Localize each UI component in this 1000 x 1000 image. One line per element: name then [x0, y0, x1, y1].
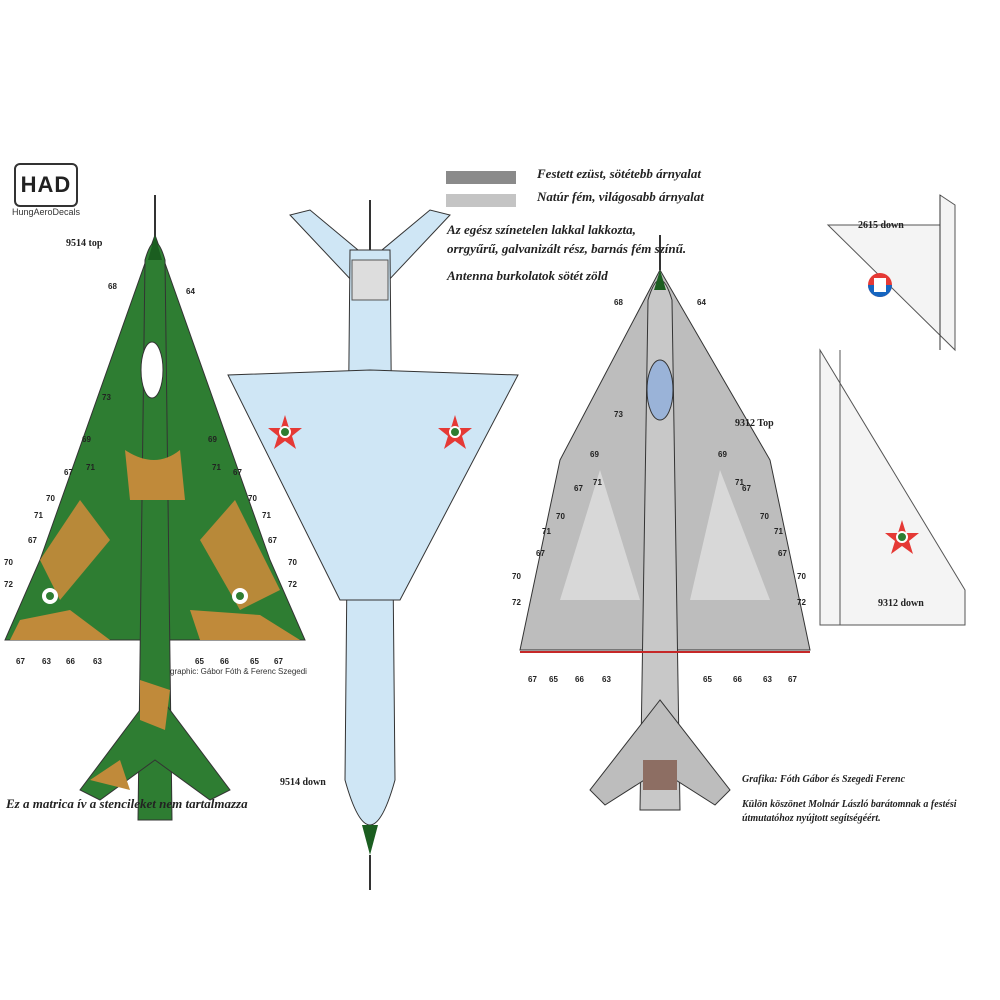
callout-number: 70: [797, 572, 806, 581]
credits-grafika: Grafika: Fóth Gábor és Szegedi Ferenc: [742, 774, 906, 785]
callout-number: 73: [614, 410, 623, 419]
callout-number: 71: [735, 478, 744, 487]
credits-thanks-1: Külön köszönet Molnár László barátomnak …: [742, 799, 957, 810]
callout-number: 71: [774, 527, 783, 536]
brand-name: HungAeroDecals: [12, 207, 81, 217]
view-label-9514-top: 9514 top: [66, 238, 103, 249]
callout-number: 70: [556, 512, 565, 521]
view-label-9312-top: 9312 Top: [735, 418, 774, 429]
callout-number: 71: [593, 478, 602, 487]
callout-number: 67: [742, 484, 751, 493]
note-line-1: Az egész színetelen lakkal lakkozta,: [447, 222, 636, 237]
callout-number: 71: [86, 463, 95, 472]
callout-number: 67: [778, 549, 787, 558]
callout-number: 69: [82, 435, 91, 444]
legend-swatch-dark: [446, 171, 516, 184]
aircraft-9312-down: [819, 348, 966, 626]
callout-number: 72: [288, 580, 297, 589]
graphic-credit: graphic: Gábor Fóth & Ferenc Szegedi: [170, 667, 307, 676]
callout-number: 67: [788, 675, 797, 684]
footer-note: Ez a matrica ív a stencileket nem tartal…: [6, 796, 248, 811]
callout-number: 64: [697, 298, 706, 307]
had-logo: HAD: [14, 163, 78, 207]
credits-thanks-2: útmutatóhoz nyújtott segítségéért.: [742, 813, 881, 824]
callout-number: 67: [536, 549, 545, 558]
callout-number: 70: [512, 572, 521, 581]
callout-number: 73: [102, 393, 111, 402]
callout-number: 71: [212, 463, 221, 472]
callout-number: 67: [268, 536, 277, 545]
callout-number: 70: [4, 558, 13, 567]
view-label-9312-down: 9312 down: [878, 598, 924, 609]
legend-swatch-light: [446, 194, 516, 207]
callout-number: 65: [703, 675, 712, 684]
callout-number: 63: [602, 675, 611, 684]
callout-number: 65: [195, 657, 204, 666]
callout-number: 67: [64, 468, 73, 477]
callout-number: 67: [233, 468, 242, 477]
legend-label-dark: Festett ezüst, sötétebb árnyalat: [537, 166, 701, 181]
callout-number: 63: [42, 657, 51, 666]
callout-number: 63: [763, 675, 772, 684]
callout-number: 67: [28, 536, 37, 545]
note-line-3: Antenna burkolatok sötét zöld: [447, 268, 608, 283]
callout-number: 69: [718, 450, 727, 459]
callout-number: 70: [760, 512, 769, 521]
callout-number: 65: [549, 675, 558, 684]
callout-number: 70: [46, 494, 55, 503]
view-label-2615-down: 2615 down: [858, 220, 904, 231]
callout-number: 72: [512, 598, 521, 607]
callout-number: 67: [16, 657, 25, 666]
callout-number: 64: [186, 287, 195, 296]
callout-number: 66: [220, 657, 229, 666]
callout-number: 67: [274, 657, 283, 666]
callout-number: 72: [4, 580, 13, 589]
callout-number: 68: [614, 298, 623, 307]
callout-number: 70: [288, 558, 297, 567]
callout-number: 69: [590, 450, 599, 459]
callout-number: 66: [66, 657, 75, 666]
callout-number: 66: [575, 675, 584, 684]
callout-number: 65: [250, 657, 259, 666]
callout-number: 71: [34, 511, 43, 520]
callout-number: 71: [262, 511, 271, 520]
aircraft-9312-top: [519, 235, 811, 811]
callout-number: 63: [93, 657, 102, 666]
callout-number: 68: [108, 282, 117, 291]
aircraft-2615-down: [826, 194, 956, 352]
aircraft-9514-down: [227, 200, 519, 890]
callout-number: 66: [733, 675, 742, 684]
callout-number: 70: [248, 494, 257, 503]
callout-number: 69: [208, 435, 217, 444]
callout-number: 72: [797, 598, 806, 607]
note-line-2: orrgyűrű, galvanizált rész, barnás fém s…: [447, 241, 687, 256]
callout-number: 67: [528, 675, 537, 684]
callout-number: 67: [574, 484, 583, 493]
callout-number: 71: [542, 527, 551, 536]
legend-label-light: Natúr fém, világosabb árnyalat: [537, 189, 704, 204]
view-label-9514-down: 9514 down: [280, 777, 326, 788]
aircraft-9514-top: [4, 195, 306, 821]
